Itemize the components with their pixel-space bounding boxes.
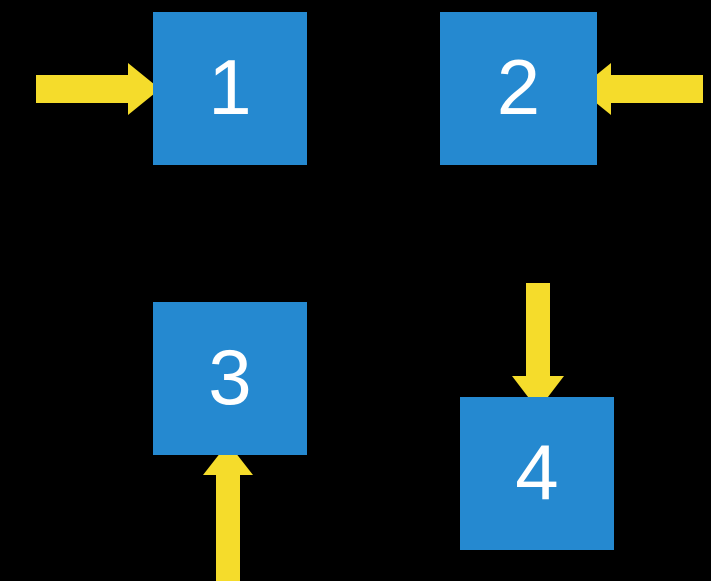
arrow-into-node-2-icon[interactable] [579,63,703,115]
node-box-3[interactable]: 3 [153,302,307,455]
arrow-into-node-4-icon[interactable] [512,283,564,410]
arrow-into-node-3-icon[interactable] [203,443,253,581]
node-box-2[interactable]: 2 [440,12,597,165]
node-box-4[interactable]: 4 [460,397,614,550]
arrow-into-node-1-icon[interactable] [36,63,160,115]
node-box-3-label: 3 [208,332,252,421]
node-box-1[interactable]: 1 [153,12,307,165]
node-box-2-label: 2 [496,42,541,131]
node-box-4-label: 4 [515,427,559,516]
node-box-1-label: 1 [208,42,252,131]
